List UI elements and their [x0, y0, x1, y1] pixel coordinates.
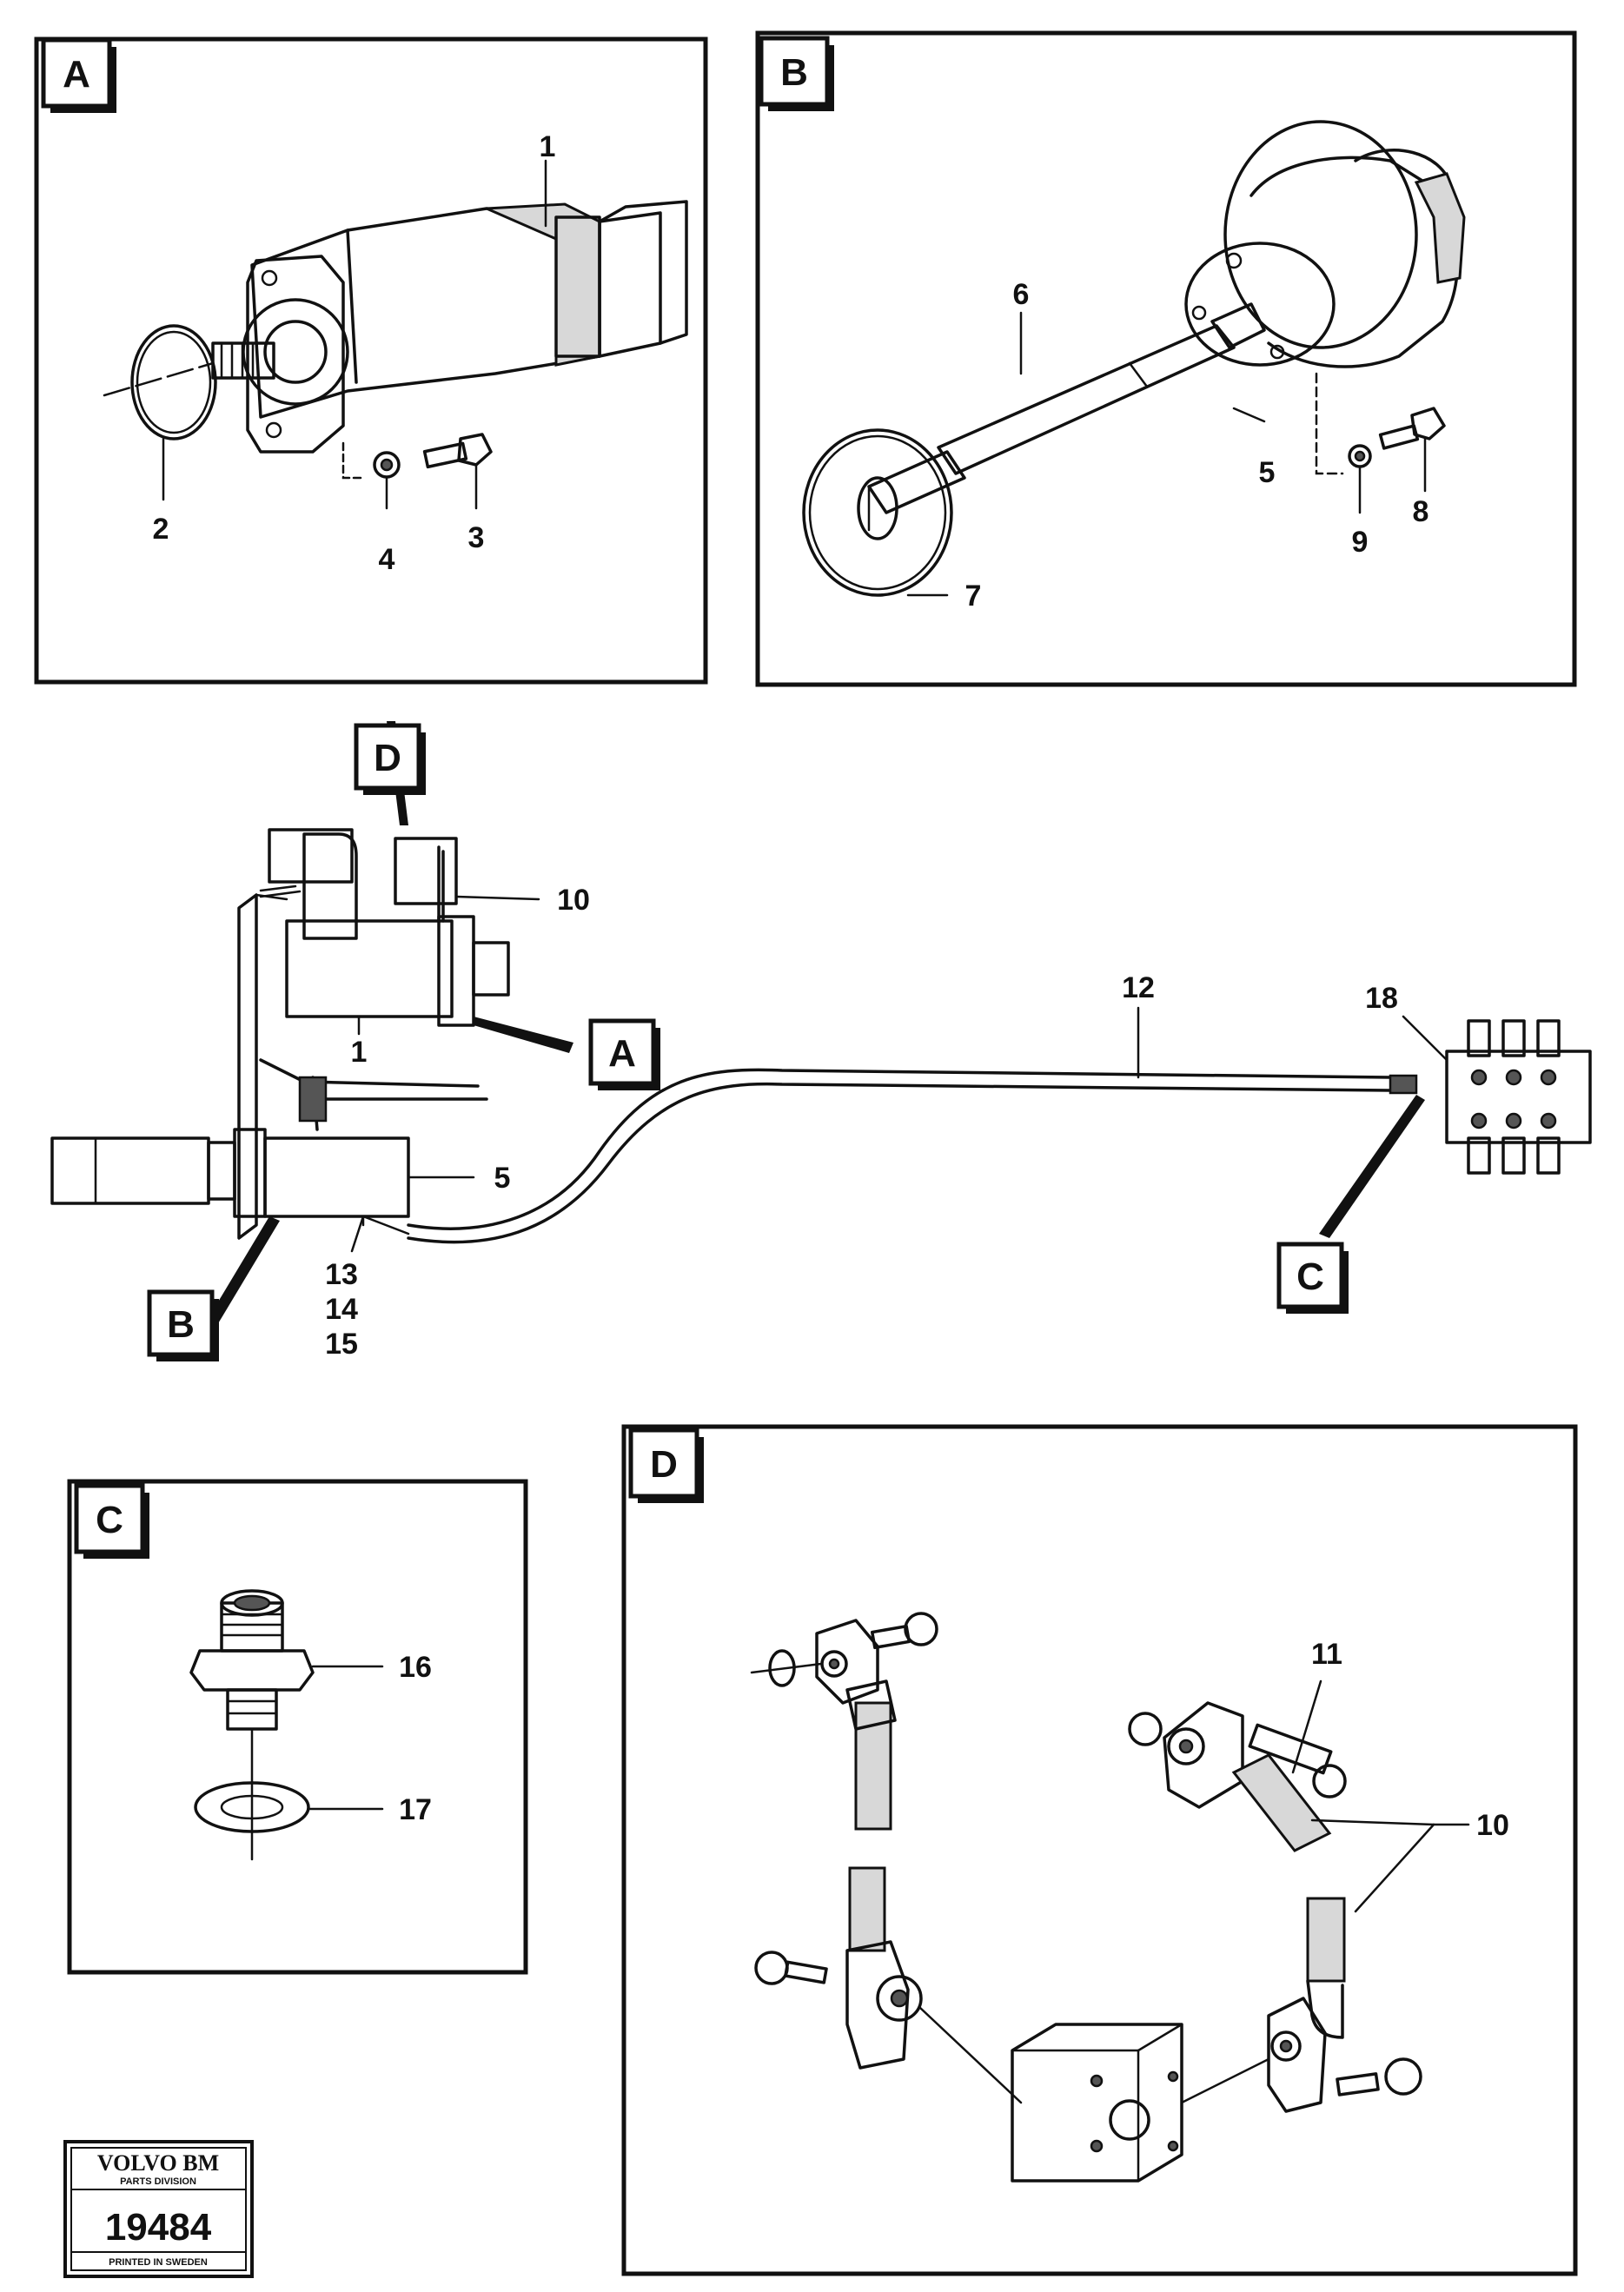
panel-b-callout-5: 5 — [1259, 456, 1276, 489]
panel-d-tag — [628, 1428, 699, 1499]
overview-ref-d — [354, 723, 421, 791]
panel-a-callout-1: 1 — [540, 130, 556, 163]
panel-b-frame — [755, 30, 1577, 687]
panel-a-oring — [130, 324, 217, 441]
svg-text:C: C — [1296, 1255, 1324, 1298]
panel-c-callout-16: 16 — [399, 1651, 432, 1684]
overview-pump — [259, 828, 510, 1027]
panel-d-callout-10: 10 — [1476, 1809, 1509, 1842]
panel-b: B — [755, 30, 1577, 687]
panel-b-callout-9: 9 — [1352, 526, 1369, 559]
overview-valve-block — [1445, 1019, 1592, 1175]
panel-a-callout-3: 3 — [468, 521, 485, 554]
panel-a-tag — [41, 37, 112, 109]
panel-b-tag-label: B — [780, 51, 808, 94]
overview-callout-13: 13 — [325, 1258, 358, 1291]
overview-callout-12: 12 — [1122, 971, 1155, 1004]
panel-b-callout-8: 8 — [1413, 495, 1429, 528]
overview-ref-a — [588, 1018, 656, 1086]
overview-plate — [237, 893, 258, 1240]
logo-number: 19484 — [105, 2206, 212, 2249]
overview-callout-14: 14 — [325, 1293, 358, 1326]
overview-callout-1: 1 — [351, 1036, 368, 1069]
overview-motor — [50, 1128, 410, 1218]
panel-b-shaft — [857, 302, 1266, 540]
panel-c-fitting — [189, 1589, 315, 1731]
overview-hose-12 — [407, 1082, 1392, 1244]
overview: D A B C 10 1 5 12 18 13 14 15 — [50, 721, 1592, 1361]
overview-ref-a-arrow — [474, 1017, 573, 1053]
panel-a-tag-label: A — [63, 53, 90, 96]
panel-b-oring — [802, 428, 953, 597]
panel-b-callout-6: 6 — [1013, 278, 1030, 311]
panel-c-callout-17: 17 — [399, 1793, 432, 1826]
panel-d-valve-block — [1011, 2023, 1183, 2183]
panel-a-frame — [34, 36, 708, 685]
panel-a-pump — [103, 200, 688, 454]
logo-brand: VOLVO BM — [97, 2150, 219, 2176]
panel-d-fitting-upper-left — [750, 1612, 938, 1831]
overview-ref-c — [1276, 1242, 1344, 1309]
panel-a: A — [34, 36, 708, 685]
panel-d-tag-label: D — [650, 1443, 678, 1486]
panel-a-callout-4: 4 — [379, 543, 395, 576]
panel-b-callout-7: 7 — [965, 580, 982, 613]
panel-b-bolt — [1378, 407, 1446, 450]
overview-callout-15: 15 — [325, 1328, 358, 1361]
overview-callout-10: 10 — [557, 884, 590, 917]
logo-division: PARTS DIVISION — [120, 2176, 196, 2187]
panel-b-tag — [759, 36, 830, 107]
panel-c-frame — [67, 1479, 528, 1975]
svg-text:A: A — [608, 1032, 636, 1075]
overview-ref-c-arrow — [1319, 1095, 1425, 1238]
overview-callout-18: 18 — [1365, 982, 1398, 1015]
panel-d-frame — [621, 1424, 1578, 2276]
panel-d-fitting-lower-left — [754, 1866, 923, 2070]
panel-d-callout-11: 11 — [1311, 1638, 1342, 1671]
panel-a-bolt — [422, 433, 493, 469]
panel-c-tag-label: C — [96, 1499, 123, 1541]
panel-b-motor — [1184, 120, 1466, 368]
panel-d-fitting-upper-right — [1128, 1701, 1347, 1852]
overview-hose-upper — [259, 1058, 480, 1088]
volvo-bm-logo: VOLVO BM PARTS DIVISION 19484 PRINTED IN… — [63, 2140, 254, 2278]
overview-ref-b — [147, 1289, 215, 1357]
panel-a-callout-2: 2 — [153, 513, 169, 546]
svg-text:D: D — [374, 737, 401, 779]
panel-c: C 16 17 — [67, 1479, 528, 1975]
panel-c-washer — [194, 1781, 310, 1833]
panel-d: D — [621, 1424, 1578, 2276]
overview-callout-5: 5 — [494, 1162, 511, 1195]
panel-d-fitting-lower-right — [1267, 1897, 1422, 2113]
logo-printed: PRINTED IN SWEDEN — [109, 2257, 208, 2268]
overview-ref-b-arrow — [207, 1216, 280, 1325]
panel-c-tag — [74, 1483, 145, 1554]
svg-text:B: B — [167, 1303, 195, 1346]
